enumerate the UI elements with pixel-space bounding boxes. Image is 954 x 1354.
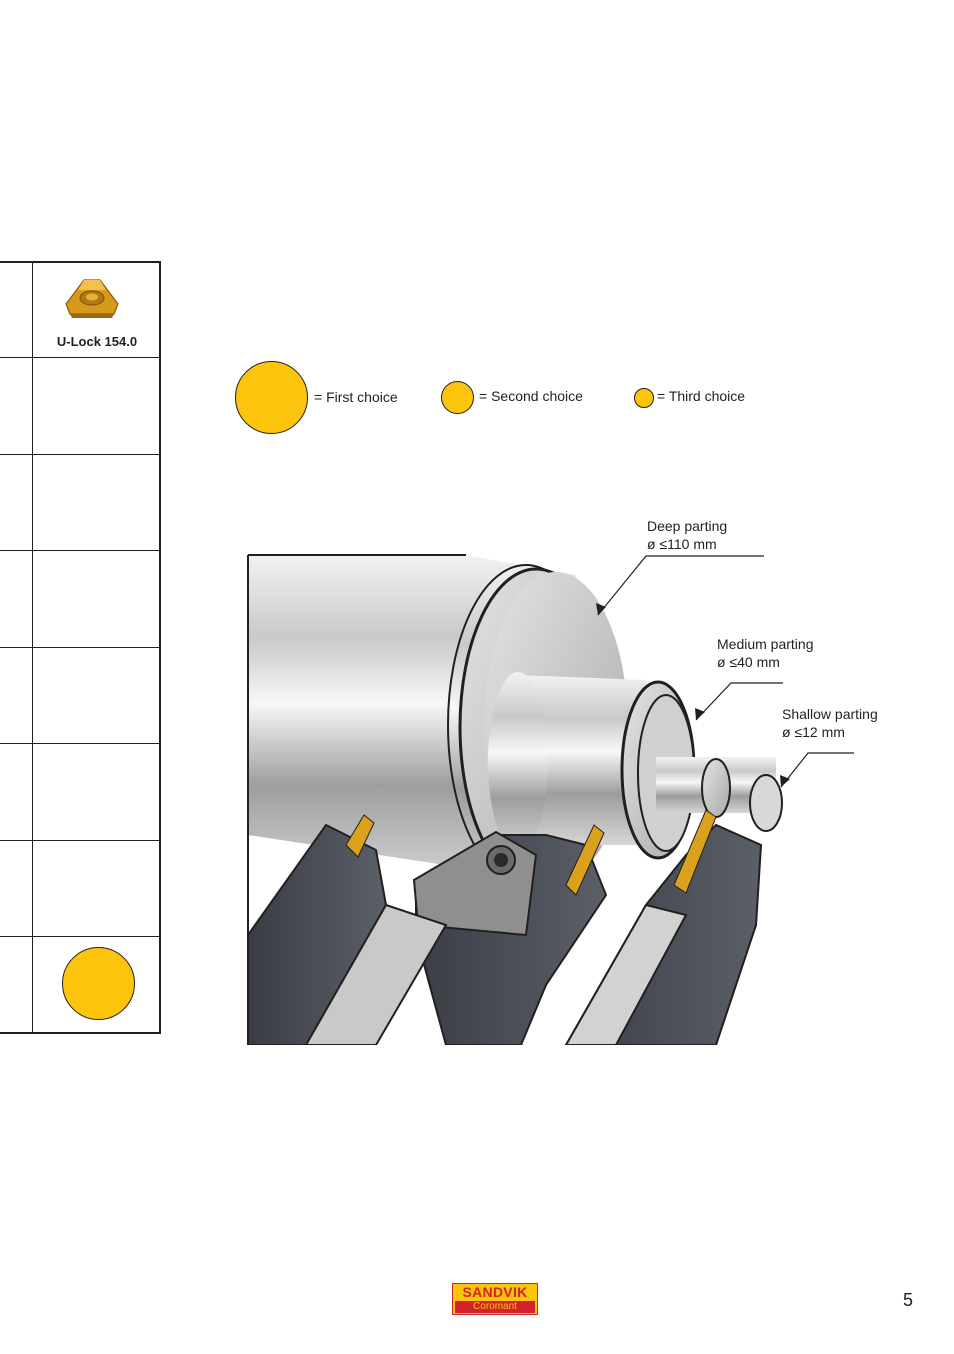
logo-brand: SANDVIK [462,1284,528,1300]
second-choice-legend-circle [441,381,474,414]
third-choice-legend-circle [634,388,654,408]
table-top-border [0,261,161,263]
insert-column-header: U-Lock 154.0 [56,334,138,349]
deep-parting-label: Deep parting [647,518,728,534]
table-right-border [159,261,161,1034]
shallow-parting-diameter: ø ≤12 mm [782,724,845,740]
medium-parting-callout: Medium parting ø ≤40 mm [717,635,814,671]
medium-parting-diameter: ø ≤40 mm [717,654,780,670]
third-choice-legend-label: = Third choice [657,388,746,404]
medium-parting-label: Medium parting [717,636,814,652]
first-choice-legend-circle [235,361,308,434]
first-choice-legend-label: = First choice [314,389,398,405]
sandvik-coromant-logo: SANDVIK Coromant [452,1283,538,1315]
page-number: 5 [903,1290,914,1310]
parting-illustration [247,554,854,1045]
second-choice-legend-label: = Second choice [479,388,583,404]
logo-sub: Coromant [455,1301,535,1313]
shallow-parting-callout: Shallow parting ø ≤12 mm [782,705,878,741]
table-row-divider [0,936,160,937]
table-row-divider [0,454,160,455]
first-choice-marker [62,947,135,1020]
table-row-divider [0,357,160,358]
table-row-divider [0,647,160,648]
table-row-divider [0,743,160,744]
deep-parting-diameter: ø ≤110 mm [647,536,717,552]
u-lock-insert-icon [65,279,119,318]
table-row-divider [0,550,160,551]
table-bottom-border [0,1032,161,1034]
shallow-parting-label: Shallow parting [782,706,878,722]
table-row-divider [0,840,160,841]
deep-parting-callout: Deep parting ø ≤110 mm [647,517,727,553]
